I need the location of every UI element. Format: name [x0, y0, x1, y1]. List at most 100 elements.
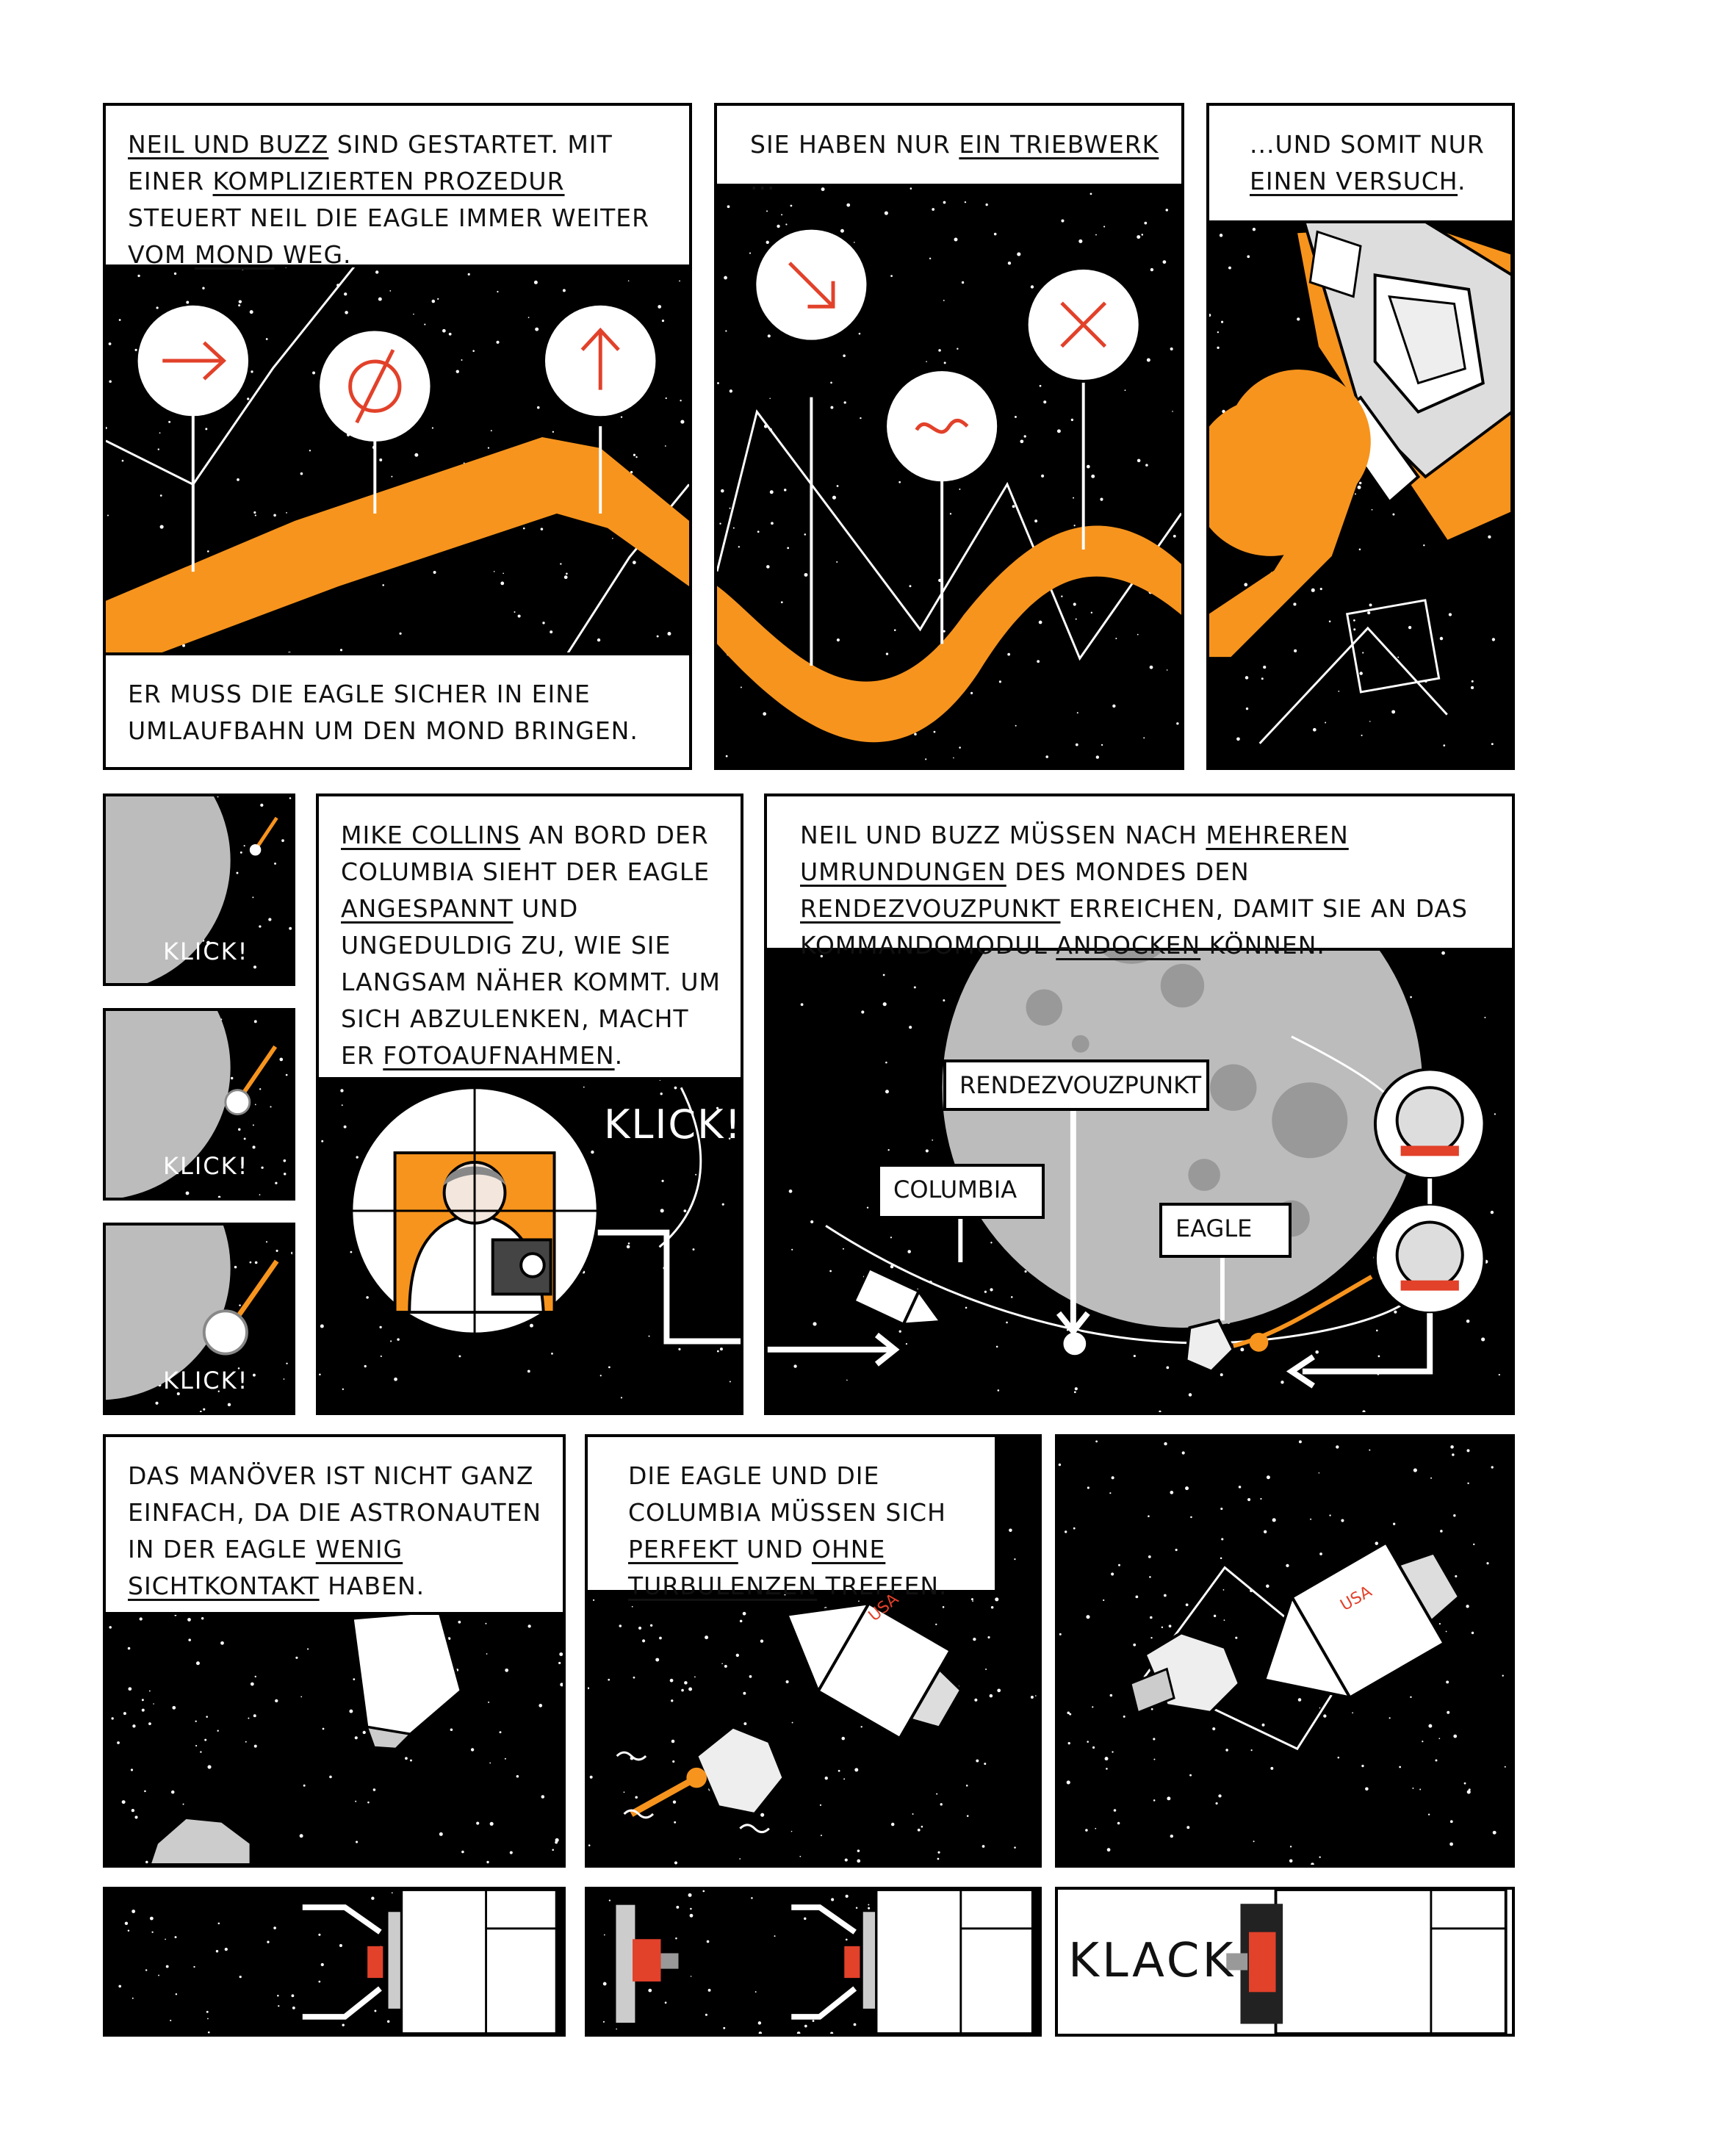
star — [289, 797, 292, 799]
star — [659, 1636, 662, 1640]
star — [1318, 1472, 1320, 1474]
star — [1106, 1768, 1108, 1770]
star — [1294, 649, 1297, 652]
star — [493, 571, 495, 572]
star — [490, 430, 492, 432]
star — [1427, 1813, 1430, 1815]
star — [1220, 1507, 1223, 1511]
star — [527, 317, 530, 319]
arrow-right-icon — [137, 305, 249, 417]
star — [437, 298, 439, 300]
star — [589, 1775, 593, 1779]
star — [1014, 1558, 1016, 1561]
star — [124, 1921, 129, 1926]
star — [295, 1656, 298, 1659]
star — [633, 1676, 635, 1679]
star — [943, 300, 945, 301]
star — [660, 1209, 664, 1213]
star — [1263, 1530, 1267, 1533]
star — [1422, 1741, 1424, 1743]
star — [356, 1840, 359, 1843]
star — [1310, 1518, 1312, 1520]
docking-probe-art — [602, 1890, 1034, 2034]
star — [349, 1709, 353, 1713]
star — [1100, 497, 1103, 501]
panel-rendezvous: Neil und Buzz müssen nach mehreren Umrun… — [764, 793, 1515, 1415]
caption-maneuver: Das Manöver ist nicht ganz einfach, da d… — [106, 1437, 563, 1615]
star — [1438, 1738, 1441, 1740]
star — [489, 1762, 491, 1764]
star — [1086, 1615, 1090, 1619]
star — [961, 281, 965, 284]
star — [165, 1938, 166, 1940]
star — [785, 1680, 789, 1684]
star — [509, 1851, 513, 1854]
star — [854, 242, 855, 243]
star — [984, 1763, 987, 1766]
star — [1375, 1541, 1379, 1545]
star — [238, 304, 241, 307]
star — [1223, 1619, 1225, 1622]
star — [725, 330, 727, 332]
star — [1153, 1758, 1156, 1760]
star — [253, 511, 256, 514]
maneuver-art — [108, 1437, 563, 1865]
star — [742, 1611, 746, 1616]
star — [1297, 1698, 1302, 1702]
star — [542, 622, 545, 625]
star — [771, 522, 774, 525]
star — [638, 1626, 642, 1630]
star — [1109, 1694, 1113, 1697]
star — [1189, 1774, 1192, 1777]
star — [588, 1844, 591, 1846]
star — [824, 1777, 828, 1780]
star — [597, 638, 601, 642]
caption-one-attempt: ...und somit nur einen Versuch. — [1209, 106, 1512, 223]
star — [987, 1635, 990, 1639]
star — [602, 1982, 607, 1986]
star — [616, 2028, 617, 2030]
star — [391, 475, 393, 478]
star — [626, 1245, 630, 1249]
star — [836, 561, 838, 563]
star — [303, 1784, 306, 1787]
star — [1397, 656, 1400, 658]
star — [1488, 535, 1491, 539]
star — [890, 1237, 893, 1239]
star — [938, 349, 941, 352]
star — [1448, 613, 1452, 616]
star — [830, 406, 834, 409]
star — [516, 1774, 519, 1778]
star — [1471, 1631, 1474, 1635]
star — [1165, 209, 1169, 212]
star — [1215, 1802, 1218, 1805]
star — [739, 1619, 743, 1623]
star — [603, 1934, 605, 1936]
star — [800, 1003, 804, 1007]
star — [318, 1933, 321, 1936]
star — [936, 1793, 938, 1795]
star — [989, 1694, 993, 1698]
star — [372, 1788, 376, 1791]
star — [725, 755, 728, 757]
star — [560, 1683, 563, 1687]
star — [500, 581, 505, 586]
star — [1289, 1846, 1292, 1848]
star — [972, 1600, 974, 1602]
star — [1176, 722, 1179, 725]
star — [1220, 320, 1224, 323]
star — [774, 1935, 776, 1937]
panel-one-attempt: ...und somit nur einen Versuch. — [1206, 103, 1515, 770]
star — [721, 1663, 723, 1665]
star — [1439, 636, 1444, 641]
star — [1115, 638, 1117, 640]
caption-launch: Neil und Buzz sind gestartet. Mit einer … — [106, 106, 689, 269]
star — [1252, 228, 1256, 231]
star — [973, 1637, 976, 1641]
star — [1166, 1366, 1170, 1370]
star — [1289, 1859, 1293, 1863]
star — [724, 276, 727, 280]
star — [1106, 1848, 1111, 1852]
star — [431, 299, 436, 303]
star — [350, 1250, 353, 1253]
